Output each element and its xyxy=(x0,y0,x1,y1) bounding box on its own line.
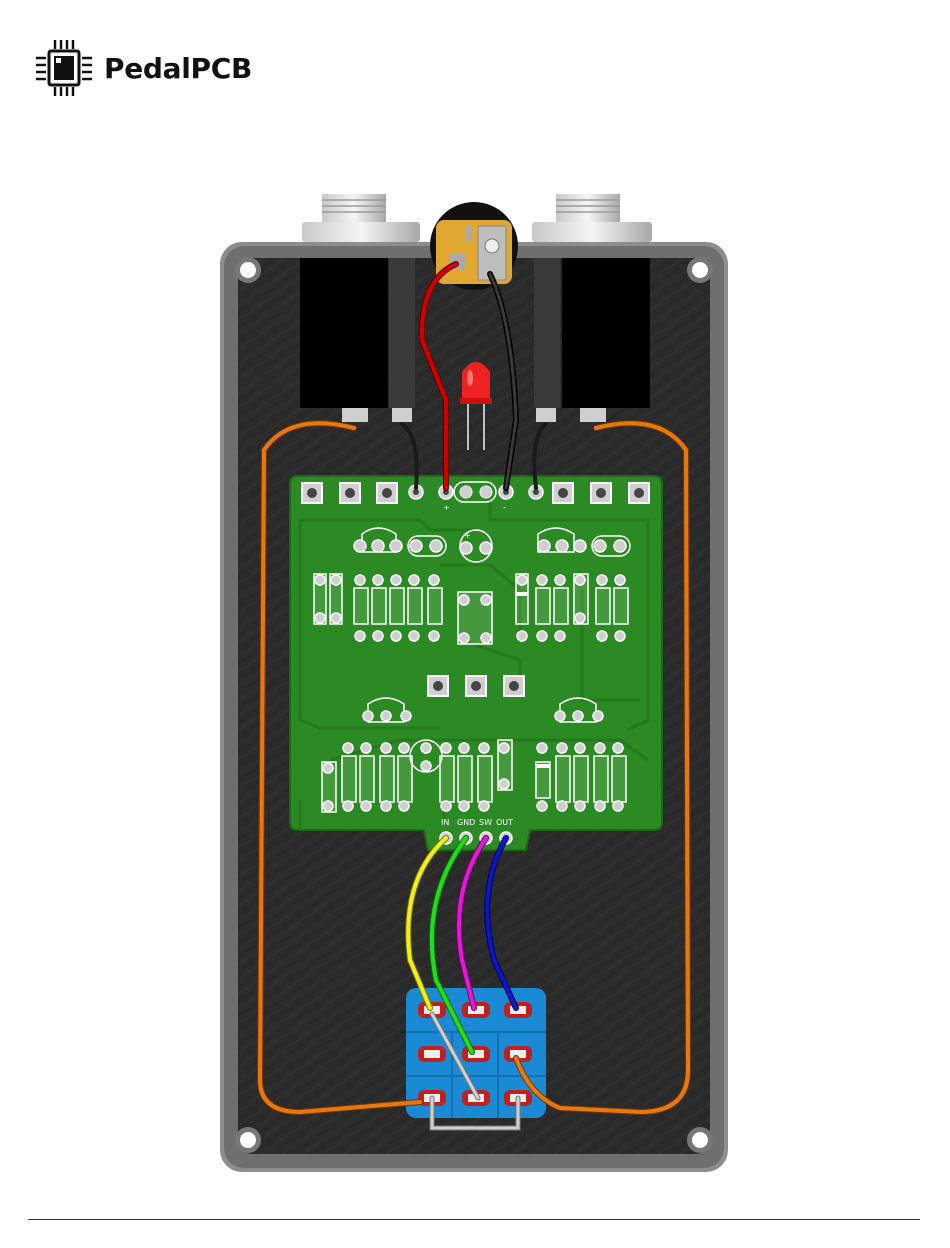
output-jack-sleeve xyxy=(532,194,652,242)
footer-divider xyxy=(28,1219,920,1220)
pot-pads xyxy=(428,676,524,696)
io-label-in: IN xyxy=(441,818,449,827)
input-jack-sleeve xyxy=(302,194,420,242)
pcb-board: + - + IN GND SW OUT xyxy=(290,476,662,850)
io-label-gnd: GND xyxy=(457,818,475,827)
dc-power-jack xyxy=(430,202,518,290)
power-plus-label: + xyxy=(443,503,450,512)
io-label-out: OUT xyxy=(496,818,513,827)
io-label-sw: SW xyxy=(479,818,492,827)
power-minus-label: - xyxy=(503,503,506,512)
input-jack xyxy=(300,258,415,422)
cap-plus-label: + xyxy=(464,531,471,540)
output-jack xyxy=(534,258,650,422)
